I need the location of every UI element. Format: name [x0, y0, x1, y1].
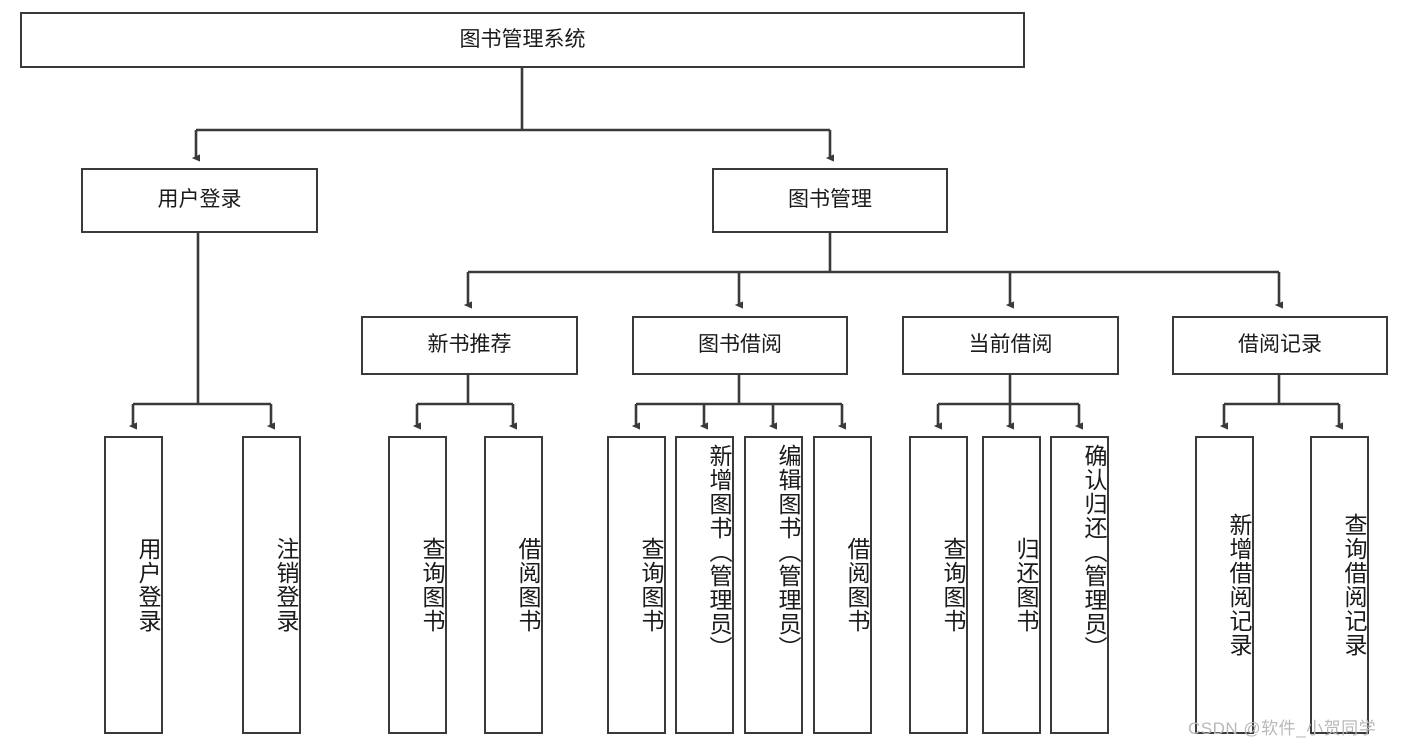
leaf-query-book-current[interactable]: 查询图书 [909, 436, 968, 734]
node-book-borrow[interactable]: 图书借阅 [632, 316, 848, 375]
leaf-edit-book-admin[interactable]: 编辑图书（管理员） [744, 436, 803, 734]
node-borrow-record[interactable]: 借阅记录 [1172, 316, 1388, 375]
leaf-return-book[interactable]: 归还图书 [982, 436, 1041, 734]
node-root-system[interactable]: 图书管理系统 [20, 12, 1025, 68]
leaf-query-borrow-record[interactable]: 查询借阅记录 [1310, 436, 1369, 734]
node-current-borrow[interactable]: 当前借阅 [902, 316, 1119, 375]
leaf-add-borrow-record[interactable]: 新增借阅记录 [1195, 436, 1254, 734]
node-new-book-recommend[interactable]: 新书推荐 [361, 316, 578, 375]
leaf-confirm-return-admin[interactable]: 确认归还（管理员） [1050, 436, 1109, 734]
leaf-query-book-borrow[interactable]: 查询图书 [607, 436, 666, 734]
leaf-add-book-admin[interactable]: 新增图书（管理员） [675, 436, 734, 734]
leaf-borrow-book-borrow[interactable]: 借阅图书 [813, 436, 872, 734]
leaf-borrow-book-recommend[interactable]: 借阅图书 [484, 436, 543, 734]
leaf-user-login[interactable]: 用户登录 [104, 436, 163, 734]
node-book-manage[interactable]: 图书管理 [712, 168, 948, 233]
csdn-watermark: CSDN @软件_小贺同学 [1188, 719, 1377, 738]
node-user-login[interactable]: 用户登录 [81, 168, 318, 233]
leaf-query-book-recommend[interactable]: 查询图书 [388, 436, 447, 734]
leaf-logout-login[interactable]: 注销登录 [242, 436, 301, 734]
